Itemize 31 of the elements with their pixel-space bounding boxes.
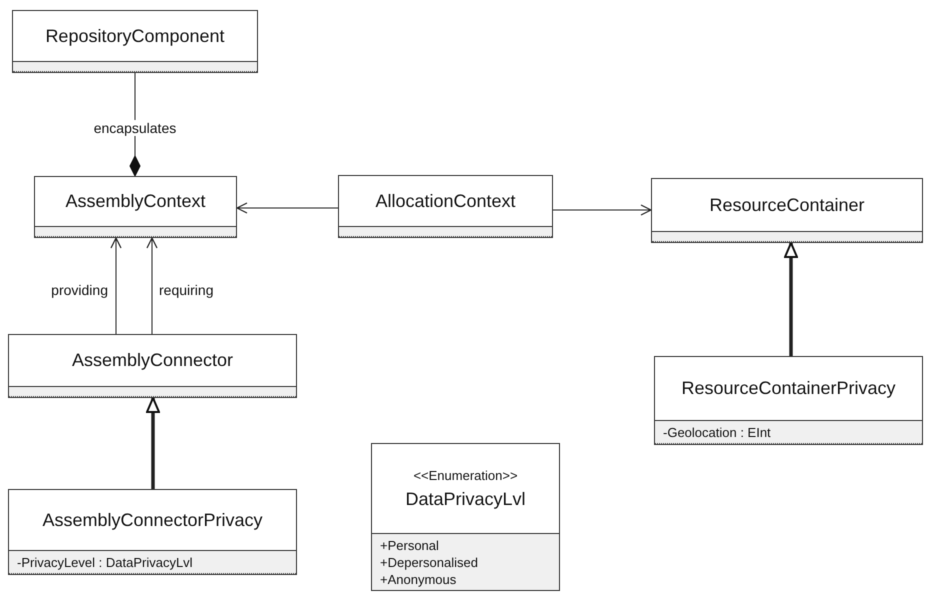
class-name: AssemblyConnectorPrivacy	[42, 510, 263, 530]
class-box	[12, 10, 258, 73]
edge-label: providing	[50, 282, 109, 298]
class-name: ResourceContainer	[709, 194, 865, 216]
class-box	[651, 178, 923, 243]
class-name: AllocationContext	[375, 190, 516, 212]
edge-label: encapsulates	[92, 120, 178, 136]
class-box	[34, 176, 237, 238]
edge-label: requiring	[158, 282, 214, 298]
class-name: AssemblyContext	[65, 191, 206, 212]
enum-literal: +Depersonalised	[380, 554, 479, 571]
generalization-arrow	[146, 397, 160, 489]
class-box	[338, 175, 553, 238]
stereotype-label: <<Enumeration>>	[413, 468, 518, 482]
class-box	[654, 356, 923, 445]
association-arrow	[110, 237, 122, 334]
class-box	[8, 489, 297, 575]
enum-literal: +Personal	[380, 537, 440, 554]
class-name: DataPrivacyLvl	[405, 488, 526, 510]
enum-literal: +Anonymous	[380, 571, 458, 588]
class-box	[371, 443, 560, 591]
class-name: AssemblyConnector	[72, 350, 234, 371]
generalization-arrow	[784, 242, 798, 356]
class-name: ResourceContainerPrivacy	[681, 378, 896, 399]
class-box	[8, 334, 297, 398]
attribute-text: -PrivacyLevel : DataPrivacyLvl	[17, 554, 194, 571]
association-arrow	[236, 202, 338, 214]
attribute-text: -Geolocation : EInt	[663, 424, 772, 441]
class-name: RepositoryComponent	[45, 26, 225, 46]
association-arrow	[146, 237, 158, 334]
association-arrow	[552, 204, 652, 216]
